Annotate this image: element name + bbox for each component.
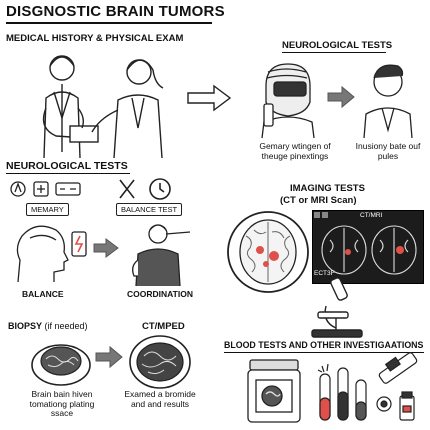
- ctmped-heading: CT/MPED: [142, 321, 185, 332]
- microscope-icon: [311, 277, 363, 338]
- balance-test-box: BALANCE TEST: [116, 203, 183, 216]
- specimen-jar-icon: [247, 359, 301, 423]
- memory-test-box: MEMARY: [26, 203, 69, 216]
- coordination-person-illustration: [132, 224, 191, 287]
- vr-headset-person-illustration: [261, 63, 315, 139]
- neuro-left-heading: NEUROLOGICAL TESTS: [6, 160, 128, 172]
- syringe-vial-icon: [376, 352, 418, 421]
- blood-underline: [224, 352, 424, 354]
- arrow-right-icon: [187, 84, 232, 112]
- neuro-top-caption-right: Inusiony bate ouf pules: [355, 141, 421, 161]
- arrow-right-gray-icon: [93, 238, 119, 258]
- neuro-top-underline: [282, 52, 386, 54]
- page-title: DISGNOSTIC BRAIN TUMORS: [6, 3, 225, 20]
- imaging-heading-line1: IMAGING TESTS: [290, 183, 365, 194]
- neuro-left-underline: [6, 173, 130, 175]
- ctmped-caption: Examed a bromide and and results: [124, 389, 196, 409]
- biopsy-heading: BIOPSY: [8, 321, 43, 331]
- memory-icons: [10, 181, 81, 197]
- balance-test-icons: [119, 178, 171, 200]
- imaging-heading-line2: (CT or MRI Scan): [280, 195, 357, 206]
- head-profile-illustration: [16, 225, 87, 283]
- brain-magnified-illustration: [227, 211, 309, 293]
- biopsy-heading-row: BIOPSY (if needed): [8, 321, 88, 331]
- mri-scan-brains: [314, 212, 417, 275]
- petri-dish-brain-illustration: [31, 344, 91, 386]
- arrow-right-small-icon: [327, 85, 355, 109]
- biopsy-caption: Brain bain hiven tomationg plating ssace: [29, 389, 95, 418]
- blood-heading: BLOOD TESTS AND OTHER INVESTIGAATIONS: [224, 340, 424, 350]
- scan-label-top: CT/MRI: [360, 212, 383, 219]
- balance-label: BALANCE: [22, 289, 64, 299]
- doctor-patient-illustration: [42, 55, 164, 159]
- biopsy-heading-note: (if needed): [44, 321, 88, 331]
- dish-sample-illustration: [129, 335, 191, 389]
- test-tubes-icon: [317, 363, 367, 421]
- neuro-top-caption-left: Gemary wtingen of theuge pinextings: [259, 141, 331, 161]
- scan-label-bottom: ECT3F: [314, 270, 335, 277]
- arrow-right-gray-bottom-icon: [95, 345, 123, 369]
- patient-portrait-illustration: [363, 64, 413, 139]
- history-heading: MEDICAL HISTORY & PHYSICAL EXAM: [6, 33, 184, 44]
- neuro-top-heading: NEUROLOGICAL TESTS: [282, 40, 393, 51]
- title-underline: [6, 22, 212, 24]
- coordination-label: COORDINATION: [127, 289, 193, 299]
